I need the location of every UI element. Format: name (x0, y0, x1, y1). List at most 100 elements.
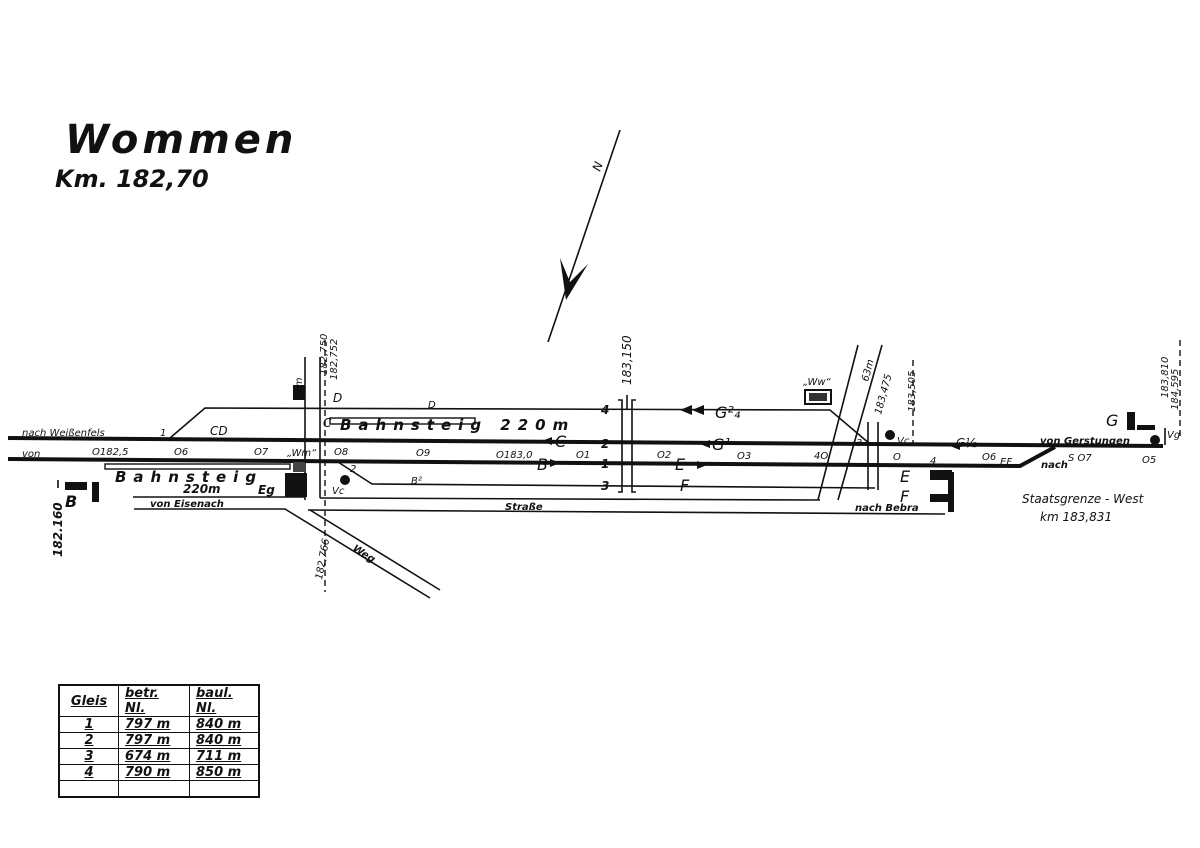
label-e-arrow: E (675, 455, 686, 474)
arrow-left-icon (680, 405, 692, 415)
label-cd: CD (210, 424, 228, 438)
label-g1: G¹ (712, 435, 731, 454)
label-bahnsteig-bottom-length: 220m (183, 482, 221, 496)
label-von-eisenach: von Eisenach (150, 499, 224, 510)
label-switch-2: 2 (350, 464, 356, 475)
label-staatsgrenze: Staatsgrenze - West (1022, 492, 1145, 506)
label-s4: 4O (814, 451, 828, 462)
track-2-main (7, 436, 1164, 448)
arrow-right-icon (697, 461, 707, 469)
label-staatsgrenze-km: km 183,831 (1040, 510, 1112, 524)
label-track-1: 1 (601, 457, 609, 471)
label-bahnsteig-top: Bahnsteig 220m (340, 416, 575, 434)
label-weg: Weg (350, 543, 376, 565)
label-63m-left: 63m (294, 377, 305, 400)
label-wm: „Wm“ (287, 448, 317, 459)
table-row: 4 790 m 850 m (58, 764, 260, 781)
table-row: 3 674 m 711 m (58, 748, 260, 765)
table-cell: 674 m (118, 748, 190, 765)
label-eg: Eg (258, 483, 275, 497)
label-km-183-475: 183,475 (873, 373, 894, 416)
label-vc-left: Vc (332, 486, 345, 497)
label-g24: G²₄ (715, 403, 741, 422)
platform-top (329, 417, 476, 425)
table-header: Gleis (58, 684, 119, 717)
label-g12: G½ (956, 436, 977, 450)
label-s-07: S O7 (1068, 453, 1092, 464)
label-von-gerstungen: von Gerstungen (1040, 436, 1130, 447)
label-nach-bebra: nach Bebra (855, 503, 919, 514)
label-nach: nach (1041, 460, 1068, 471)
label-s3: O3 (737, 451, 751, 462)
table-cell: 790 m (118, 764, 190, 781)
label-d-sig: D (333, 391, 342, 405)
table-cell: 797 m (118, 716, 190, 733)
label-km-183-810: 183,810 (1160, 357, 1171, 398)
arrow-left-icon (700, 440, 710, 448)
arrow-right-icon (550, 459, 560, 467)
table-row: 1 797 m 840 m (58, 716, 260, 733)
arrow-left-icon (950, 442, 960, 450)
label-b2: B² (411, 476, 422, 487)
label-e1: E (900, 467, 911, 486)
label-km-182-5: O182,5 (92, 447, 129, 458)
label-track-4: 4 (600, 403, 609, 417)
label-track-2: 2 (601, 437, 609, 451)
table-header-row: Gleis betr. Nl. baul. Nl. (58, 684, 260, 717)
label-9: O9 (416, 448, 430, 459)
arrow-left-icon (542, 437, 552, 445)
label-signal-c: C (555, 432, 567, 451)
road-strasse (307, 509, 946, 515)
table-cell (189, 780, 260, 798)
table-header: baul. Nl. (189, 684, 260, 717)
building-b (65, 482, 87, 490)
label-bahnsteig-bottom: Bahnsteig (115, 468, 263, 486)
label-b: B (65, 492, 77, 511)
label-c-sig: C (323, 416, 332, 430)
label-f1: F (900, 487, 910, 506)
signal-vg-icon (1150, 435, 1160, 445)
track-length-table: Gleis betr. Nl. baul. Nl. 1 797 m 840 m … (58, 684, 260, 798)
label-von: von (22, 449, 40, 460)
label-switch-4: 4 (930, 456, 936, 467)
table-cell: 711 m (189, 748, 260, 765)
label-km-182-750: 182,750 (319, 334, 330, 375)
label-7: O7 (254, 447, 269, 458)
table-cell: 1 (58, 716, 119, 733)
table-cell (58, 780, 119, 798)
label-05: O5 (1142, 455, 1156, 466)
label-s2: O2 (657, 450, 671, 461)
label-switch-1: 1 (160, 428, 166, 439)
label-km-182-766: 182,766 (314, 538, 332, 581)
track-3 (337, 461, 876, 489)
label-s5: O (893, 452, 901, 463)
label-f-arrow: F (680, 476, 690, 495)
label-vc-right: Vc (897, 436, 910, 447)
label-b-arrow: B (537, 455, 548, 474)
north-label: N (590, 160, 606, 173)
building-eg (285, 473, 307, 497)
table-cell: 3 (58, 748, 119, 765)
table-row (58, 780, 260, 798)
label-track-3: 3 (601, 479, 609, 493)
tracks (7, 340, 1181, 599)
label-switch-3: 3 (856, 438, 862, 449)
signal-vc-left-icon (340, 475, 350, 485)
label-km-182-160: 182.160 (51, 502, 65, 557)
label-ef: EF (1000, 457, 1012, 468)
road-weg (134, 508, 431, 599)
label-signal-d: D (428, 400, 436, 411)
table-cell: 2 (58, 732, 119, 749)
north-arrow-icon: N (547, 129, 621, 343)
label-km-182-752: 182,752 (329, 339, 340, 380)
building-ww (804, 389, 832, 405)
label-km-183-150: 183,150 (620, 335, 634, 385)
station-km: Km. 182,70 (55, 165, 209, 193)
table-cell: 797 m (118, 732, 190, 749)
label-6: O6 (174, 447, 188, 458)
label-km-183-505: 183,505 (907, 371, 918, 412)
arrow-left-icon (692, 405, 704, 415)
track-1-main (7, 445, 1056, 469)
table-cell: 850 m (189, 764, 260, 781)
